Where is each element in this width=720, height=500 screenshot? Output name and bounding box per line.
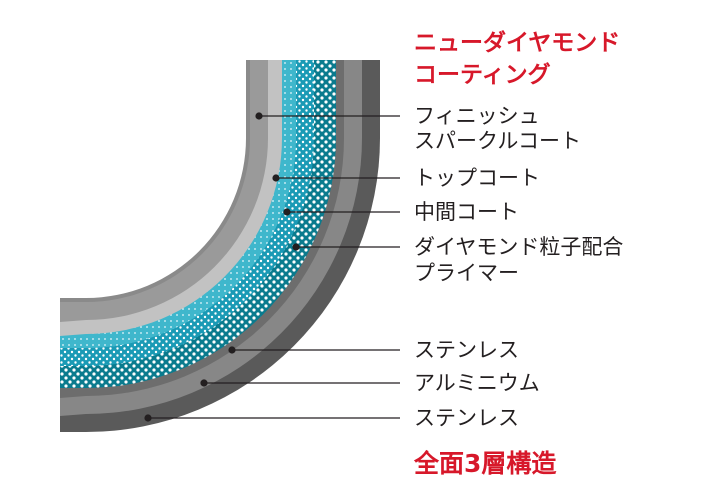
label-finish-line2: スパークルコート	[414, 129, 581, 153]
label-primer-line2: プライマー	[414, 261, 519, 285]
anchor-middle-coat	[283, 208, 291, 216]
anchor-aluminum	[200, 379, 208, 387]
label-middle-coat: 中間コート	[414, 200, 519, 224]
label-finish-line1: フィニッシュ	[414, 104, 540, 128]
footer-structure-label: 全面3層構造	[413, 449, 556, 478]
heading-line1: ニューダイヤモンド	[414, 29, 620, 56]
label-primer-line1: ダイヤモンド粒子配合	[414, 235, 623, 259]
label-aluminum: アルミニウム	[414, 371, 540, 395]
label-top-coat: トップコート	[414, 166, 540, 190]
anchor-primer	[292, 243, 300, 251]
anchor-top-coat	[272, 174, 280, 182]
heading-line2: コーティング	[414, 61, 551, 88]
leader-anchors	[144, 112, 300, 422]
anchor-stainless-inner	[228, 346, 236, 354]
label-stainless-inner: ステンレス	[414, 338, 519, 362]
anchor-stainless-outer	[144, 414, 152, 422]
layer-stack	[60, 60, 380, 432]
anchor-finish	[255, 112, 263, 120]
leader-lines	[148, 115, 400, 419]
pan-interior	[60, 60, 246, 302]
label-stainless-outer: ステンレス	[414, 406, 519, 430]
